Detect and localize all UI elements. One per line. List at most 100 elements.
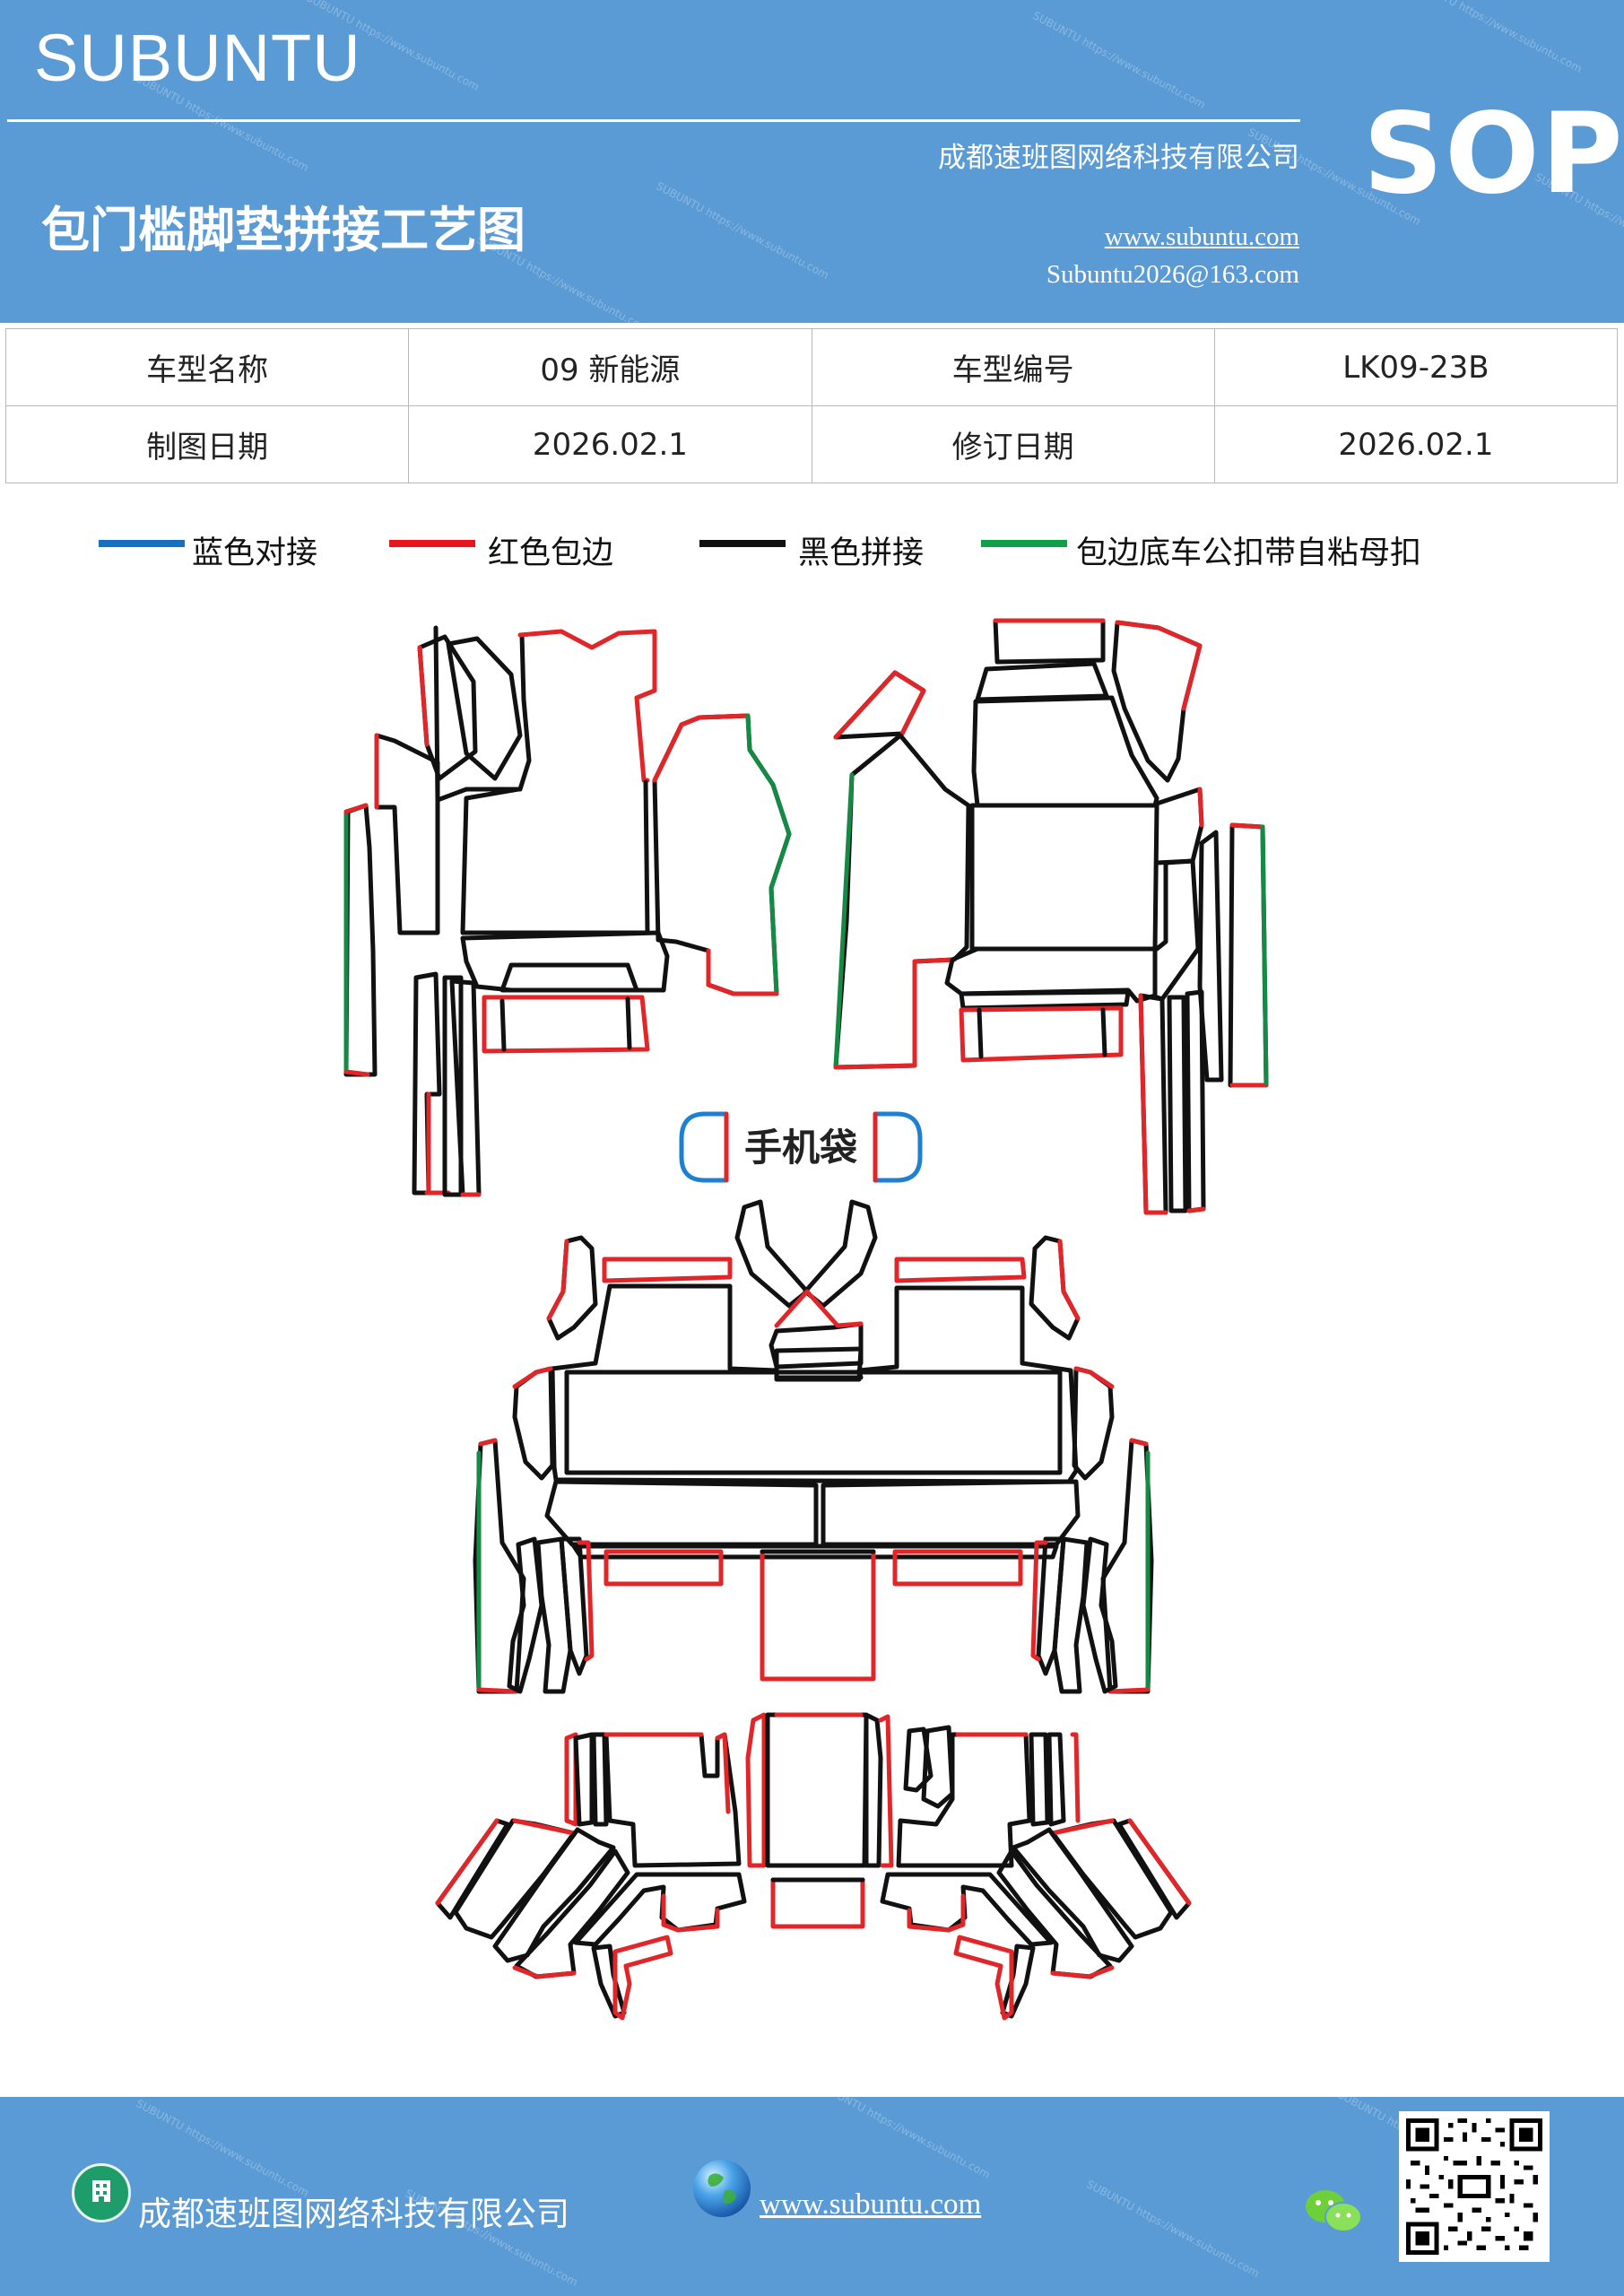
mat-piece [564,1732,578,1827]
mat-piece [577,1540,595,1662]
building-icon [72,2163,131,2222]
mat-piece [476,1438,519,1694]
mat-piece [774,1289,864,1328]
mat-piece [833,733,971,1070]
mat-piece [953,1935,1014,2021]
mat-piece [612,1935,673,2021]
footer-banner: SUBUNTU https://www.subuntu.com SUBUNTU … [0,2097,1624,2296]
mat-piece [1228,822,1269,1088]
mat-piece [482,995,650,1054]
mat-piece [602,1257,733,1283]
mat-piece [770,1877,865,1929]
mat-piece [1029,1732,1050,1827]
color-legend: 蓝色对接 红色包边 黑色拼接 包边底车公扣带自粘母扣 [0,527,1624,572]
mat-piece [894,1257,1027,1283]
mat-piece [993,618,1106,665]
wechat-icon[interactable] [1302,2185,1367,2239]
model-code-value: LK09-23B [1213,328,1619,406]
mat-piece [604,1732,731,1814]
red-line-swatch [389,540,475,547]
globe-icon [693,2160,751,2217]
middle-mat-group [473,1199,1154,1694]
mat-piece [512,1366,553,1389]
mat-piece [550,1283,1079,1484]
mat-piece [435,1818,499,1906]
mat-piece [374,733,440,935]
mat-piece [1138,993,1168,1215]
mat-piece [446,636,523,781]
mat-piece [604,1732,742,1868]
mat-piece [1050,1965,1115,1979]
legend-label: 红色包边 [488,535,614,571]
mat-piece [544,1479,819,1547]
mat-piece [1070,1732,1081,1823]
mat-piece [559,1536,589,1676]
mat-piece [892,1549,1023,1587]
mat-piece [803,1199,878,1309]
mat-piece [343,803,378,1077]
mat-piece [769,1321,864,1370]
mat-piece [833,957,957,1070]
phone-pocket-label: 手机袋 [744,1126,857,1170]
mat-piece [499,962,639,993]
model-name-value: 09 新能源 [408,328,812,406]
mat-piece [975,661,1109,702]
mat-piece [1036,1536,1066,1676]
mat-piece [833,772,855,1070]
mat-piece [591,1944,627,2019]
sop-badge: SOP [1363,90,1624,219]
mat-piece [896,1732,1032,1868]
mat-piece [564,1370,1063,1475]
mat-piece [944,946,1158,1004]
mat-piece [1107,1438,1151,1694]
mat-piece [765,1712,869,1868]
qr-code[interactable] [1399,2111,1550,2262]
header-banner: SUBUNTU https://www.subuntu.com SUBUNTU … [0,0,1624,323]
phone-pocket-left-bracket-icon [679,1111,729,1183]
blue-line-swatch [99,540,185,547]
rear-mat-group [435,1712,1192,2021]
mat-piece [517,629,657,783]
mat-piece [573,1732,595,1827]
vehicle-info-table: 车型名称 09 新能源 车型编号 LK09-23B 制图日期 2026.02.1… [4,328,1619,483]
mat-piece [507,1536,544,1694]
mat-piece [977,1007,1107,1059]
black-line-swatch [699,540,786,547]
mat-piece [449,978,482,1197]
header-divider [7,119,1300,122]
footer-website-link[interactable]: www.subuntu.com [760,2188,982,2221]
draw-date-value: 2026.02.1 [408,405,812,483]
mat-piece [878,1714,894,1868]
phone-pocket-right-bracket-icon [873,1111,923,1183]
mat-piece [907,1893,966,1933]
mat-piece [1050,1818,1115,1836]
mat-piece [959,1005,1124,1063]
mat-piece [512,1818,577,1836]
revise-date-label: 修订日期 [811,405,1215,483]
mat-piece [1167,995,1188,1213]
mat-piece [1115,620,1203,711]
mat-piece [652,713,751,783]
header-email: Subuntu2026@163.com [1046,260,1299,289]
mat-piece [499,996,632,1052]
model-name-label: 车型名称 [4,328,410,406]
phone-pocket: 手机袋 [679,1111,923,1183]
mat-piece [1073,1366,1115,1389]
mat-piece [1029,1235,1081,1341]
mat-piece [1100,1438,1154,1694]
mat-piece [661,1893,720,1933]
mat-piece [1186,1206,1206,1213]
front-left-mat-group [343,625,792,1197]
mat-piece [473,1438,526,1694]
mat-piece [833,670,926,740]
page-title: 包门槛脚垫拼接工艺图 [41,201,525,258]
header-website-link[interactable]: www.subuntu.com [1104,222,1299,251]
brand-name: SUBUNTU [34,21,361,95]
mat-piece [969,803,1159,952]
mat-piece [1000,1944,1036,2019]
mat-piece [1046,1732,1066,1827]
mat-piece [546,1235,598,1341]
legend-label: 黑色拼接 [798,535,925,571]
mat-piece [343,803,370,1077]
